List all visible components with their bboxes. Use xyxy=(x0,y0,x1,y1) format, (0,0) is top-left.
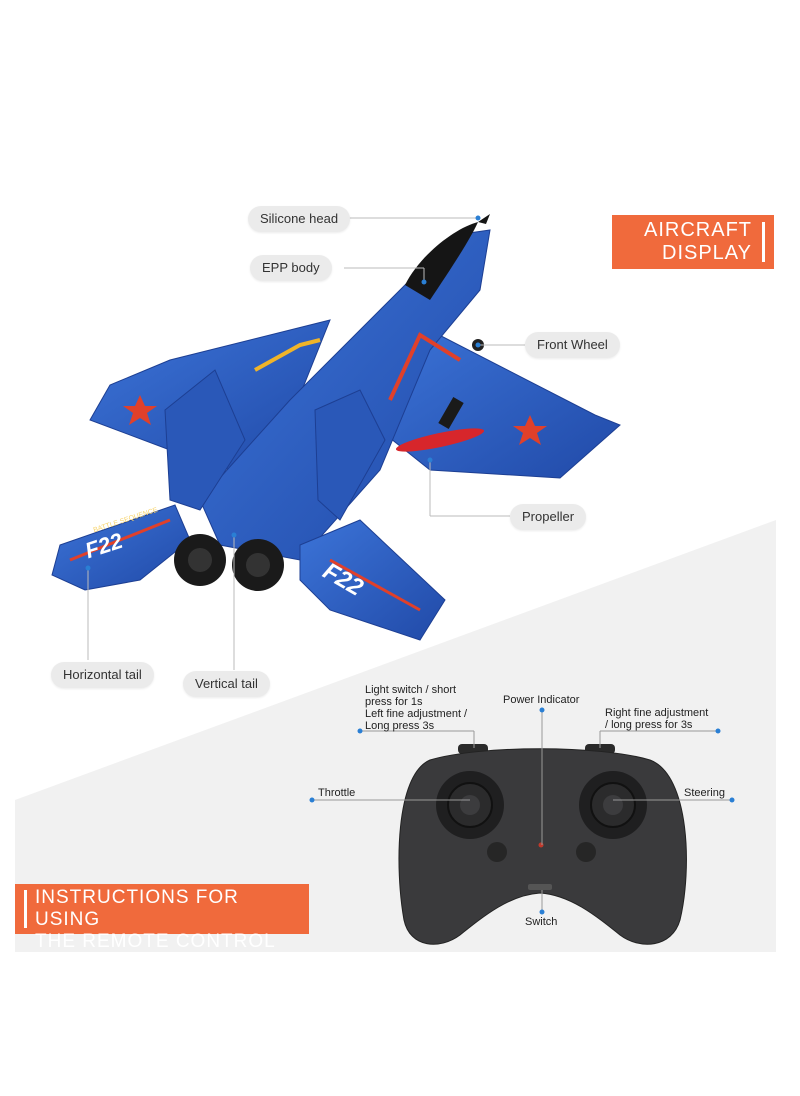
label-silicone-head: Silicone head xyxy=(248,206,351,232)
label-right-fine-adjustment: Right fine adjustment / long press for 3… xyxy=(605,707,735,731)
light-switch-line1: Light switch / short xyxy=(365,684,457,696)
right-fine-line2: / long press for 3s xyxy=(605,719,693,731)
label-front-wheel: Front Wheel xyxy=(525,332,620,358)
label-power-indicator: Power Indicator xyxy=(503,694,580,706)
light-switch-line4: Long press 3s xyxy=(365,720,435,732)
right-fine-line1: Right fine adjustment xyxy=(605,707,709,719)
banner-accent-bar xyxy=(762,222,765,262)
banner-accent-bar xyxy=(24,890,27,928)
label-vertical-tail: Vertical tail xyxy=(183,671,270,697)
light-switch-line2: press for 1s xyxy=(365,696,423,708)
remote-banner-line1: INSTRUCTIONS FOR USING xyxy=(35,887,239,930)
vertical-tail-left xyxy=(164,369,246,511)
label-switch: Switch xyxy=(525,916,558,928)
light-switch-line3: Left fine adjustment / xyxy=(365,708,468,720)
propeller-blade xyxy=(395,428,485,452)
label-steering: Steering xyxy=(684,787,725,799)
horizontal-tail-right xyxy=(299,519,446,641)
aircraft-pointer-lines xyxy=(85,215,525,670)
aircraft-display-banner: AIRCRAFT DISPLAY xyxy=(612,215,774,269)
left-face-button xyxy=(487,842,507,862)
right-face-button xyxy=(576,842,596,862)
power-switch xyxy=(528,884,552,890)
remote-instructions-banner: INSTRUCTIONS FOR USING THE REMOTE CONTRO… xyxy=(15,884,309,952)
label-throttle: Throttle xyxy=(318,787,356,799)
remote-banner-line2: THE REMOTE CONTROL xyxy=(35,931,276,952)
vertical-tail-right xyxy=(314,389,386,521)
aircraft-banner-line1: AIRCRAFT xyxy=(644,219,752,241)
label-light-switch: Light switch / short press for 1s Left f… xyxy=(365,684,495,732)
label-epp-body: EPP body xyxy=(250,255,332,281)
label-propeller: Propeller xyxy=(510,504,587,530)
label-horizontal-tail: Horizontal tail xyxy=(51,662,154,688)
aircraft-banner-line2: DISPLAY xyxy=(662,242,752,264)
